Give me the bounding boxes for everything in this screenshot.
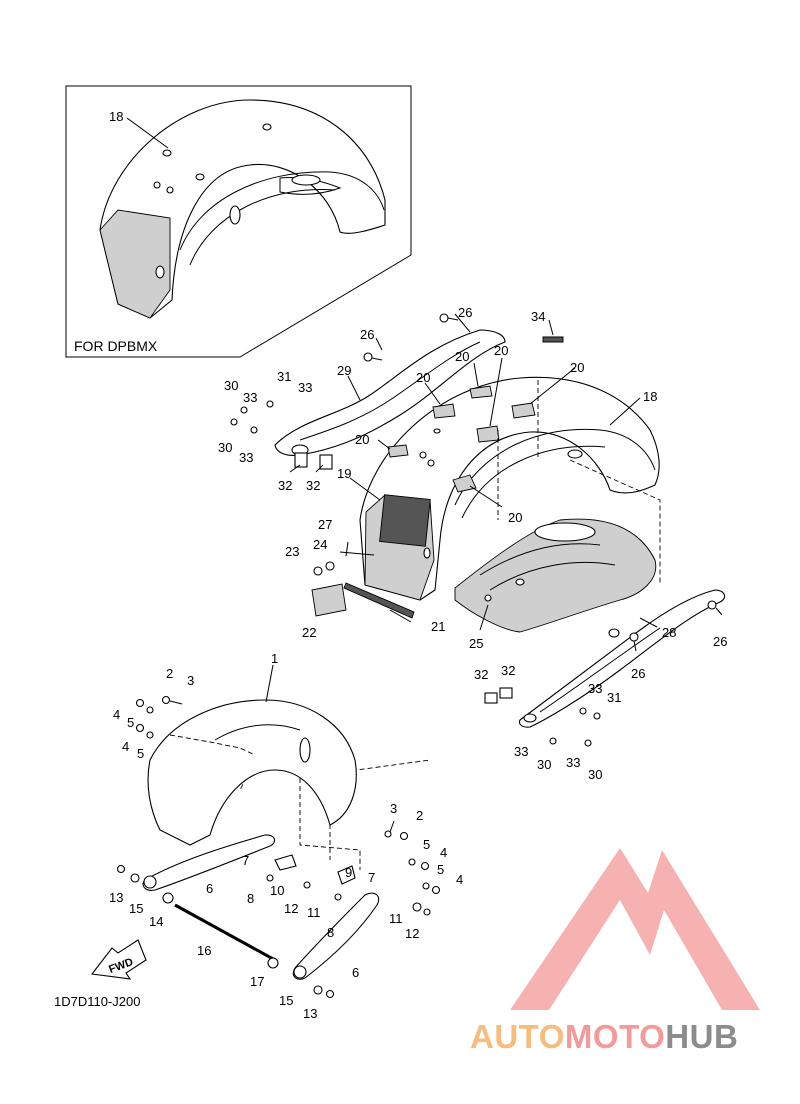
callout-24: 24 (313, 537, 327, 552)
callout-5: 5 (423, 837, 430, 852)
callout-5: 5 (127, 715, 134, 730)
callout-33: 33 (298, 380, 312, 395)
callout-26: 26 (713, 634, 727, 649)
callout-33: 33 (514, 744, 528, 759)
callout-5: 5 (137, 746, 144, 761)
callout-12: 12 (405, 926, 419, 941)
diagram-code: 1D7D110-J200 (54, 994, 141, 1009)
callout-15: 15 (129, 901, 143, 916)
callout-13: 13 (303, 1006, 317, 1021)
callout-23: 23 (285, 544, 299, 559)
callout-2: 2 (416, 808, 423, 823)
automotohub-wordmark: AUTOMOTOHUB (470, 1018, 738, 1056)
callout-6: 6 (352, 965, 359, 980)
wordmark-moto: MOTO (564, 1018, 666, 1055)
callout-12: 12 (284, 901, 298, 916)
callout-18: 18 (643, 389, 657, 404)
callout-4: 4 (122, 739, 129, 754)
wordmark-auto: AUTO (470, 1018, 565, 1055)
callout-33: 33 (566, 755, 580, 770)
callout-20: 20 (455, 349, 469, 364)
fwd-arrow-icon: FWD (90, 939, 147, 980)
callout-11: 11 (307, 905, 321, 920)
callout-13: 13 (109, 890, 123, 905)
rear-hardware (230, 313, 723, 747)
callout-7: 7 (242, 853, 249, 868)
callout-29: 29 (337, 363, 351, 378)
callout-34: 34 (531, 309, 545, 324)
rear-fender-18 (359, 376, 660, 601)
callout-5: 5 (437, 862, 444, 877)
callout-17: 17 (250, 974, 264, 989)
callout-33: 33 (239, 450, 253, 465)
callout-numbers: 26 26 34 20 20 20 20 20 20 29 31 30 33 3… (109, 305, 727, 1021)
callout-8: 8 (247, 891, 254, 906)
callout-9: 9 (345, 865, 352, 880)
callout-2: 2 (166, 666, 173, 681)
callout-32: 32 (306, 478, 320, 493)
inset-rear-fender (99, 99, 386, 319)
automotohub-logo-icon (510, 848, 760, 1010)
callout-32: 32 (278, 478, 292, 493)
callout-20: 20 (355, 432, 369, 447)
callout-32: 32 (474, 667, 488, 682)
callout-26: 26 (631, 666, 645, 681)
callout-14: 14 (149, 914, 163, 929)
grab-rail-29 (274, 329, 506, 456)
callout-16: 16 (197, 943, 211, 958)
rear-inner-fender-25 (454, 518, 657, 633)
callout-4: 4 (440, 845, 447, 860)
callout-26: 26 (458, 305, 472, 320)
front-fender-1 (147, 699, 357, 846)
callout-26: 26 (360, 327, 374, 342)
inset-box: 18 (65, 85, 412, 358)
wordmark-hub: HUB (665, 1018, 739, 1055)
front-small-hardware (116, 695, 441, 999)
callout-20: 20 (494, 343, 508, 358)
callout-7: 7 (368, 870, 375, 885)
front-stays (142, 834, 380, 980)
callout-3: 3 (390, 801, 397, 816)
callout-18-inset: 18 (109, 109, 123, 124)
callout-31: 31 (607, 690, 621, 705)
callout-30: 30 (224, 378, 238, 393)
callout-3: 3 (187, 673, 194, 688)
grab-rail-28 (518, 589, 726, 728)
callout-31: 31 (277, 369, 291, 384)
callout-4: 4 (456, 872, 463, 887)
callout-33: 33 (588, 681, 602, 696)
callout-33: 33 (243, 390, 257, 405)
callout-20: 20 (570, 360, 584, 375)
callout-8: 8 (327, 925, 334, 940)
callout-20: 20 (416, 370, 430, 385)
leader-lines (265, 313, 658, 833)
callout-30: 30 (537, 757, 551, 772)
callout-4: 4 (113, 707, 120, 722)
callout-25: 25 (469, 636, 483, 651)
callout-6: 6 (206, 881, 213, 896)
callout-28: 28 (662, 625, 676, 640)
callout-19: 19 (337, 466, 351, 481)
callout-27: 27 (318, 517, 332, 532)
callout-32: 32 (501, 663, 515, 678)
callout-22: 22 (302, 625, 316, 640)
callout-15: 15 (279, 993, 293, 1008)
inset-label: FOR DPBMX (74, 338, 158, 354)
callout-10: 10 (270, 883, 284, 898)
callout-20: 20 (508, 510, 522, 525)
callout-30: 30 (588, 767, 602, 782)
callout-30: 30 (218, 440, 232, 455)
callout-11: 11 (389, 911, 403, 926)
callout-1: 1 (271, 651, 278, 666)
callout-21: 21 (431, 619, 445, 634)
